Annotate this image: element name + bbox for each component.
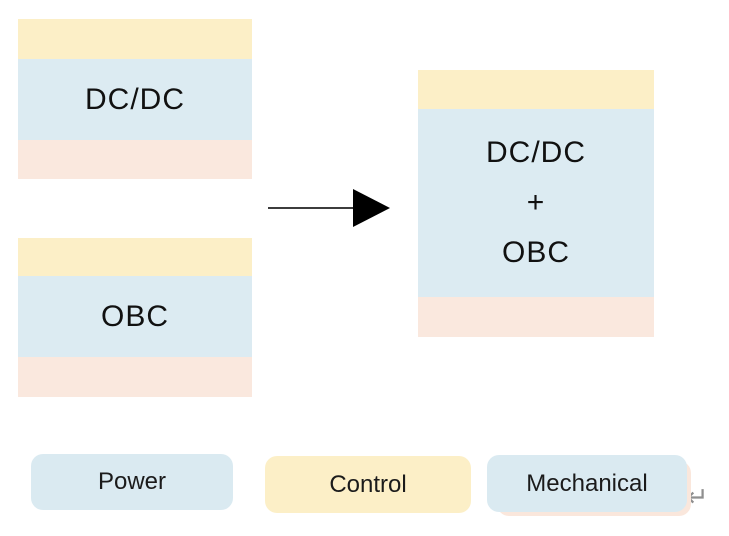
legend-control-label: Control	[329, 470, 407, 498]
dcdc-label: DC/DC	[85, 82, 185, 116]
combined-power-band: DC/DC + OBC	[418, 109, 654, 297]
obc-mechanical-band	[18, 357, 252, 397]
obc-label: OBC	[100, 299, 169, 333]
return-symbol: ↵	[686, 482, 709, 512]
dcdc-control-band	[18, 19, 252, 59]
combined-label-line1: DC/DC	[486, 136, 586, 169]
legend-mechanical-label: Mechanical	[526, 469, 648, 497]
obc-control-band	[18, 238, 252, 276]
obc-power-band: OBC	[18, 276, 252, 357]
combined-mechanical-band	[418, 297, 654, 337]
dcdc-mechanical-band	[18, 140, 252, 179]
legend-power-badge: Power	[31, 454, 233, 510]
combined-box: DC/DC + OBC	[418, 70, 654, 337]
dcdc-box: DC/DC	[18, 19, 252, 179]
combined-control-band	[418, 70, 654, 109]
combined-label-line3: OBC	[501, 236, 570, 269]
legend-control-badge: Control	[265, 456, 471, 513]
dcdc-power-band: DC/DC	[18, 59, 252, 140]
obc-box: OBC	[18, 238, 252, 397]
legend-mechanical-badge: Mechanical	[487, 455, 687, 512]
legend-power-label: Power	[97, 468, 167, 495]
combined-label: DC/DC + OBC	[486, 128, 586, 278]
combined-label-line2: +	[526, 186, 546, 219]
transform-arrow-icon	[263, 185, 393, 231]
